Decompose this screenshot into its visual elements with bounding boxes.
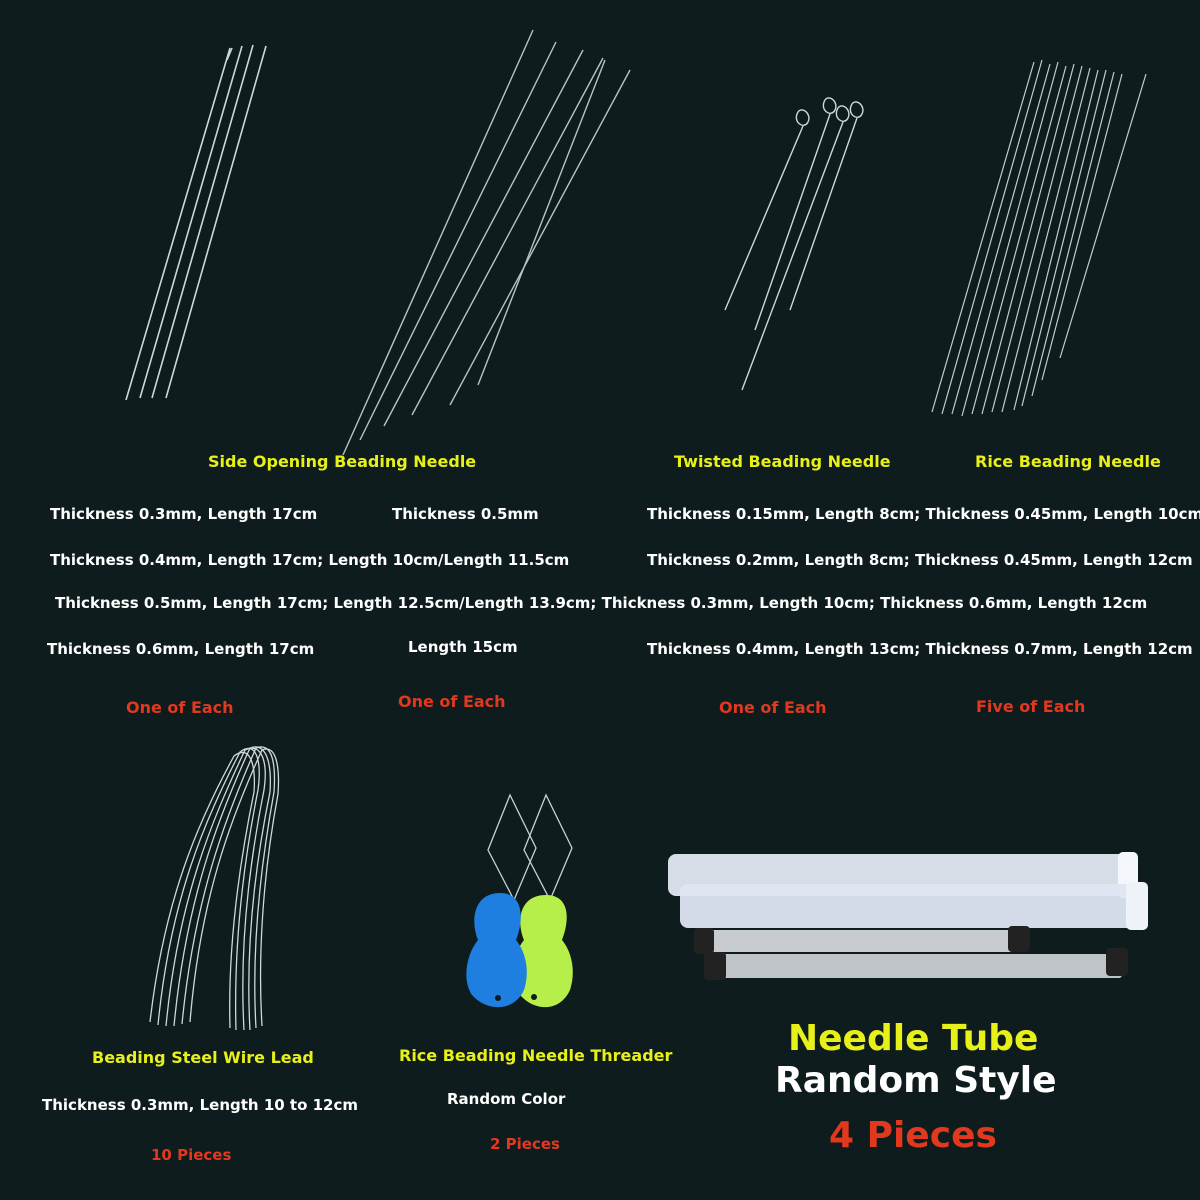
threader-color-note: Random Color [447, 1090, 566, 1108]
spec-line: Thickness 0.6mm, Length 17cm [47, 640, 315, 658]
needle-tube-style: Random Style [775, 1060, 1057, 1101]
spec-line: Thickness 0.5mm [392, 505, 539, 523]
needle-tube-quantity: 4 Pieces [829, 1115, 997, 1156]
spec-line: Thickness 0.3mm, Length 17cm [50, 505, 318, 523]
side-opening-needles-straight [125, 44, 267, 401]
quantity-label: One of Each [398, 692, 506, 711]
quantity-label: Five of Each [976, 697, 1086, 716]
spec-line: Thickness 0.4mm, Length 17cm; Length 10c… [50, 551, 570, 569]
spec-line: Thickness 0.5mm, Length 17cm; Length 12.… [55, 594, 1148, 612]
spec-line: Thickness 0.15mm, Length 8cm; Thickness … [647, 505, 1200, 523]
spec-line: Thickness 0.2mm, Length 8cm; Thickness 0… [647, 551, 1193, 569]
spec-line: Length 15cm [408, 638, 518, 656]
threader-label: Rice Beading Needle Threader [399, 1046, 673, 1065]
rice-needle-label: Rice Beading Needle [975, 452, 1161, 471]
needle-threaders [466, 793, 573, 1008]
needle-tube-title: Needle Tube [788, 1018, 1039, 1059]
spec-line: Thickness 0.4mm, Length 13cm; Thickness … [647, 640, 1193, 658]
wire-lead-quantity: 10 Pieces [151, 1146, 232, 1164]
side-opening-needles-long [342, 29, 631, 456]
side-opening-needle-label: Side Opening Beading Needle [208, 452, 477, 471]
twisted-needles [724, 97, 864, 391]
wire-lead-label: Beading Steel Wire Lead [92, 1048, 314, 1067]
quantity-label: One of Each [719, 698, 827, 717]
needle-tubes [668, 852, 1148, 980]
wire-lead-spec: Thickness 0.3mm, Length 10 to 12cm [42, 1096, 359, 1114]
steel-wire-leads [149, 746, 280, 1031]
threader-quantity: 2 Pieces [490, 1135, 560, 1153]
quantity-label: One of Each [126, 698, 234, 717]
twisted-needle-label: Twisted Beading Needle [674, 452, 891, 471]
rice-needles [931, 59, 1147, 417]
